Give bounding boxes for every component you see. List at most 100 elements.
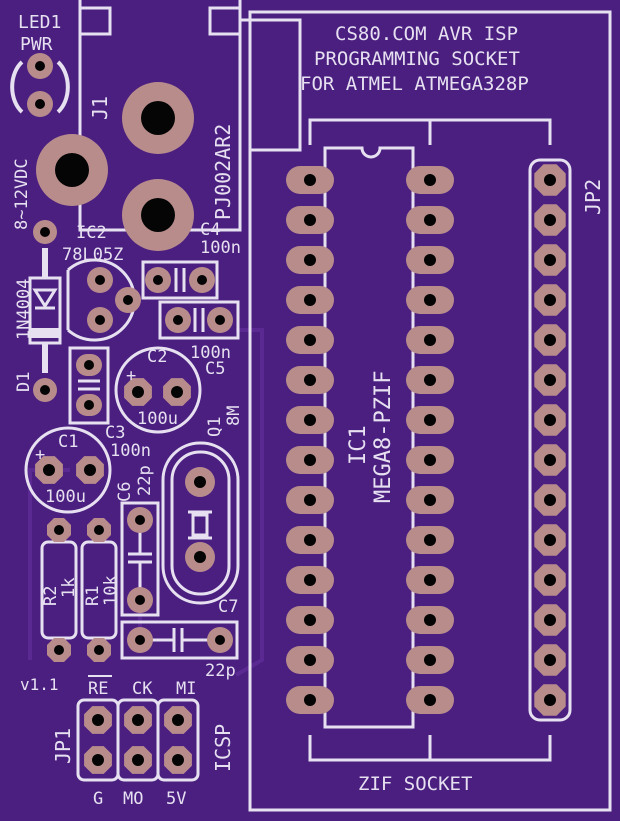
c5-pad	[165, 307, 191, 333]
icsp-label: ICSP	[211, 724, 235, 772]
jp2-pad	[534, 524, 566, 556]
jp2-pad	[534, 284, 566, 316]
icsp-pad	[124, 746, 152, 774]
d1-pad	[33, 378, 57, 402]
jp2-ref: JP2	[581, 179, 605, 215]
pads	[27, 53, 566, 774]
title-line1: CS80.COM AVR ISP	[335, 23, 518, 45]
led-outline	[10, 60, 70, 114]
title-line3: FOR ATMEL ATMEGA328P	[300, 73, 529, 95]
zif-pad-mid	[406, 406, 454, 434]
c2-ref: C2	[147, 347, 167, 367]
c7-val: 22p	[205, 661, 236, 681]
q1-ref: Q1	[205, 417, 225, 437]
zif-pad-left	[286, 646, 334, 674]
r2-val: 1k	[59, 578, 79, 598]
r2-ref: R2	[41, 586, 61, 606]
c6-val: 22p	[135, 465, 155, 496]
r1-ref: R1	[83, 586, 103, 606]
crystal-q1-outline	[161, 441, 240, 605]
cap-c4-c5-outlines	[141, 260, 240, 340]
led-name: PWR	[20, 34, 53, 55]
ic2-part: 78L05Z	[62, 245, 123, 265]
c7-pad	[127, 627, 153, 653]
jp2-pad	[534, 564, 566, 596]
title-line2: PROGRAMMING SOCKET	[314, 48, 520, 70]
zif-pad-mid	[406, 286, 454, 314]
c3-ref: C3	[105, 423, 125, 443]
c3-val: 100n	[110, 441, 151, 461]
c6-pad	[127, 507, 153, 533]
zif-pad-mid	[406, 166, 454, 194]
jp1-ref: JP1	[51, 728, 75, 764]
ic2-ref: IC2	[76, 223, 107, 243]
ic1-part: MEGA8-PZIF	[371, 371, 396, 503]
jp2-pad	[534, 684, 566, 716]
ic2-pad	[87, 267, 113, 293]
c7-ref: C7	[218, 597, 238, 617]
zif-pad-left	[286, 166, 334, 194]
jp2-pad	[534, 244, 566, 276]
jp2-pad	[534, 444, 566, 476]
zif-pad-left	[286, 206, 334, 234]
jp2-pad	[534, 204, 566, 236]
ic1-ref: IC1	[346, 425, 371, 465]
c5-ref: C5	[205, 359, 225, 379]
zif-pad-left	[286, 526, 334, 554]
c2-plus: +	[126, 366, 136, 386]
led-ref: LED1	[18, 12, 61, 33]
icsp-pad	[164, 746, 192, 774]
c6-pad	[127, 587, 153, 613]
c2-val: 100u	[137, 409, 178, 429]
c3-pad	[76, 354, 102, 376]
c1-ref: C1	[58, 432, 78, 452]
pin-label-mi: MI	[176, 679, 196, 699]
zif-pad-mid	[406, 326, 454, 354]
c4-pad	[189, 267, 215, 293]
jack-pad	[122, 179, 194, 251]
d1-part: 1N4004	[14, 279, 34, 340]
c2-pad	[124, 378, 152, 406]
c4-ref: C4	[200, 220, 220, 240]
jp2-pad	[534, 364, 566, 396]
jack-pad	[36, 134, 108, 206]
zif-pad-mid	[406, 526, 454, 554]
pin-label-re: RE	[88, 679, 108, 699]
c4-val: 100n	[200, 238, 241, 258]
c6-ref: C6	[115, 482, 135, 502]
jp2-pad	[534, 644, 566, 676]
pin-label-ck: CK	[132, 679, 153, 699]
zif-pad-left	[286, 366, 334, 394]
cap-c6-outline	[120, 501, 160, 617]
zif-pad-left	[286, 566, 334, 594]
zif-outline	[248, 10, 612, 812]
jp2-pad	[534, 324, 566, 356]
pin-label-g: G	[93, 789, 103, 809]
led-pad	[27, 53, 53, 79]
c1-pad	[35, 456, 63, 484]
zif-pad-left	[286, 486, 334, 514]
c5-val: 100n	[190, 343, 231, 363]
via-pad	[33, 220, 57, 244]
jack-pad	[122, 82, 194, 154]
icsp-pad	[124, 706, 152, 734]
version: v1.1	[20, 675, 59, 694]
r1-val: 10k	[101, 575, 121, 606]
c4-pad	[145, 267, 171, 293]
zif-pad-left	[286, 606, 334, 634]
jp2-header-outline	[528, 158, 572, 722]
zif-pad-mid	[406, 606, 454, 634]
jack-part: PJ002AR2	[211, 124, 235, 220]
zif-pad-mid	[406, 566, 454, 594]
jp2-pad	[534, 604, 566, 636]
r1-pad	[87, 638, 111, 662]
c5-pad	[207, 307, 233, 333]
jp2-pad	[534, 404, 566, 436]
zif-pad-mid	[406, 486, 454, 514]
zif-pad-left	[286, 246, 334, 274]
q1-val: 8M	[224, 406, 244, 426]
r2-pad	[47, 638, 71, 662]
led-pad	[27, 91, 53, 117]
ic2-pad	[115, 287, 141, 313]
